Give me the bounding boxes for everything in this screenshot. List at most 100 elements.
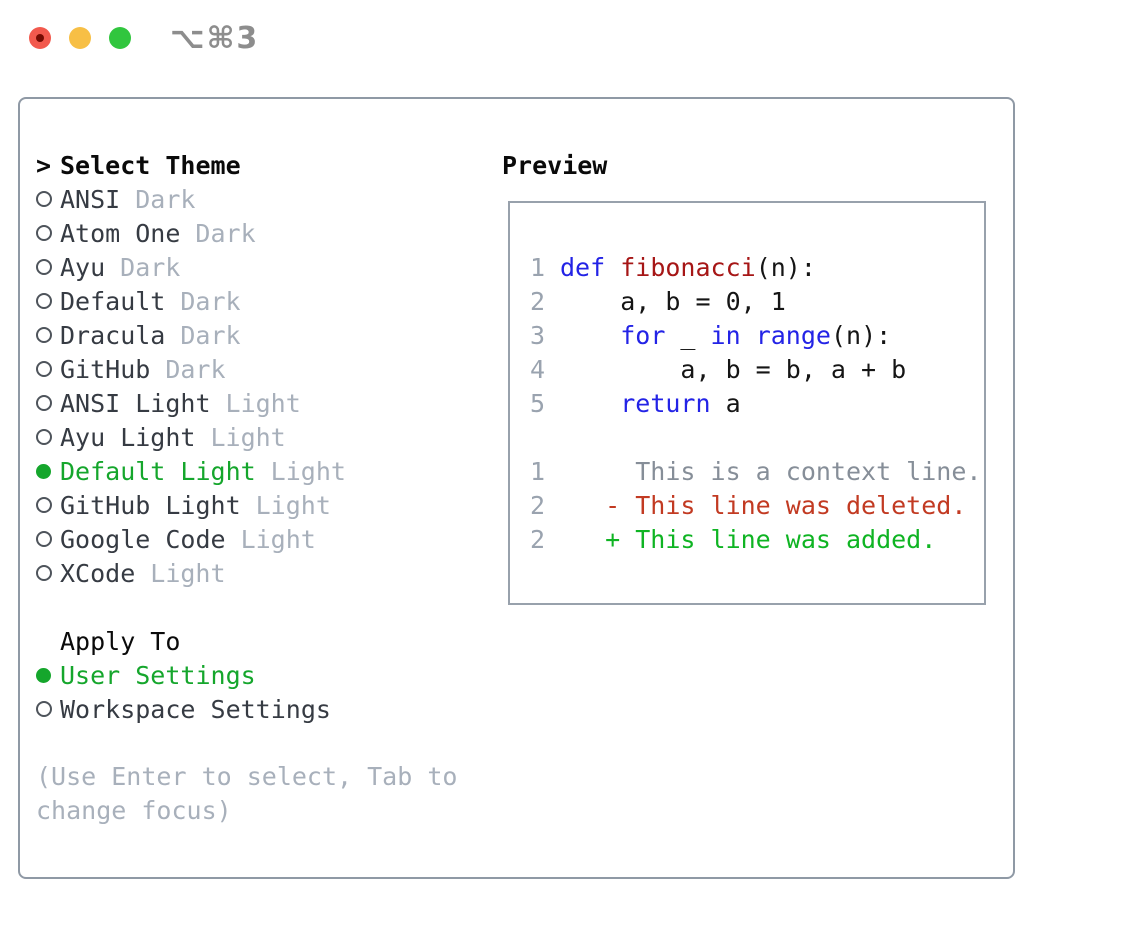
theme-name: ANSI Light xyxy=(60,388,211,418)
line-number: 2 xyxy=(530,286,546,316)
theme-name: Google Code xyxy=(60,524,226,554)
line-number: 4 xyxy=(530,354,546,384)
theme-option[interactable]: Atom One Dark xyxy=(36,216,496,250)
theme-name: Default xyxy=(60,286,166,316)
spacer xyxy=(36,590,496,624)
radio-icon xyxy=(36,429,52,445)
radio-icon xyxy=(36,565,52,581)
line-text: def fibonacci(n): xyxy=(560,252,816,282)
theme-variant-tag: Light xyxy=(210,422,286,452)
preview-line: 2 - This line was deleted. xyxy=(530,488,984,522)
window-shortcut-label: ⌥⌘3 xyxy=(170,21,260,56)
selection-prompt-icon: > xyxy=(36,150,52,180)
titlebar: ⌥⌘3 xyxy=(0,0,1140,76)
theme-name: Ayu xyxy=(60,252,106,282)
preview-line: 2 a, b = 0, 1 xyxy=(530,284,984,318)
theme-name: Atom One xyxy=(60,218,181,248)
preview-title: Preview xyxy=(502,150,608,180)
radio-icon xyxy=(36,361,52,377)
theme-variant-tag: Dark xyxy=(180,286,241,316)
theme-option[interactable]: GitHub Light Light xyxy=(36,488,496,522)
theme-option[interactable]: ANSI Light Light xyxy=(36,386,496,420)
selected-radio-icon xyxy=(36,463,51,479)
theme-option[interactable]: Default Dark xyxy=(36,284,496,318)
theme-option[interactable]: XCode Light xyxy=(36,556,496,590)
theme-name: GitHub Light xyxy=(60,490,241,520)
theme-variant-tag: Dark xyxy=(135,184,196,214)
theme-name: ANSI xyxy=(60,184,121,214)
theme-list-title: Select Theme xyxy=(60,150,241,180)
theme-name: Default Light xyxy=(60,456,256,486)
theme-option[interactable]: Ayu Light Light xyxy=(36,420,496,454)
theme-variant-tag: Dark xyxy=(120,252,181,282)
line-number: 1 xyxy=(530,456,546,486)
radio-icon xyxy=(36,531,52,547)
apply-option-label: Workspace Settings xyxy=(60,694,331,724)
radio-icon xyxy=(36,225,52,241)
line-text: + This line was added. xyxy=(560,524,937,554)
close-dot-icon xyxy=(36,34,44,42)
preview-line: 3 for _ in range(n): xyxy=(530,318,984,352)
preview-line: 5 return a xyxy=(530,386,984,420)
apply-option-label: User Settings xyxy=(60,660,256,690)
theme-option[interactable]: Default Light Light xyxy=(36,454,496,488)
line-number: 1 xyxy=(530,252,546,282)
line-text: a, b = 0, 1 xyxy=(560,286,786,316)
help-text: (Use Enter to select, Tab to change focu… xyxy=(36,762,458,825)
preview-line: 4 a, b = b, a + b xyxy=(530,352,984,386)
line-text: for _ in range(n): xyxy=(620,320,892,350)
line-number: 5 xyxy=(530,388,546,418)
apply-option[interactable]: Workspace Settings xyxy=(36,692,496,726)
line-text: a, b = b, a + b xyxy=(560,354,907,384)
line-number: 2 xyxy=(530,490,546,520)
spacer xyxy=(36,726,496,760)
line-text: This is a context line. xyxy=(560,456,982,486)
line-text: - This line was deleted. xyxy=(560,490,967,520)
theme-name: XCode xyxy=(60,558,136,588)
preview-line: 1 This is a context line. xyxy=(530,454,984,488)
apply-to-header: Apply To xyxy=(36,624,496,658)
line-number: 3 xyxy=(530,320,546,350)
preview-line xyxy=(530,420,984,454)
apply-option[interactable]: User Settings xyxy=(36,658,496,692)
theme-option[interactable]: ANSI Dark xyxy=(36,182,496,216)
theme-name: GitHub xyxy=(60,354,151,384)
radio-icon xyxy=(36,259,52,275)
theme-option[interactable]: Ayu Dark xyxy=(36,250,496,284)
theme-variant-tag: Light xyxy=(150,558,226,588)
radio-icon xyxy=(36,497,52,513)
preview-line: 2 + This line was added. xyxy=(530,522,984,556)
theme-variant-tag: Dark xyxy=(165,354,226,384)
theme-variant-tag: Light xyxy=(240,524,316,554)
theme-option[interactable]: Google Code Light xyxy=(36,522,496,556)
theme-variant-tag: Light xyxy=(270,456,346,486)
close-button[interactable] xyxy=(29,27,51,49)
radio-icon xyxy=(36,293,52,309)
theme-variant-tag: Light xyxy=(225,388,301,418)
preview-line: 1 def fibonacci(n): xyxy=(530,250,984,284)
theme-list-header: > Select Theme xyxy=(36,148,496,182)
radio-icon xyxy=(36,701,52,717)
line-number: 2 xyxy=(530,524,546,554)
theme-variant-tag: Light xyxy=(255,490,331,520)
radio-icon xyxy=(36,327,52,343)
theme-option[interactable]: Dracula Dark xyxy=(36,318,496,352)
theme-option[interactable]: GitHub Dark xyxy=(36,352,496,386)
theme-variant-tag: Dark xyxy=(180,320,241,350)
radio-icon xyxy=(36,191,52,207)
theme-variant-tag: Dark xyxy=(195,218,256,248)
minimize-button[interactable] xyxy=(69,27,91,49)
line-text: return a xyxy=(620,388,741,418)
maximize-button[interactable] xyxy=(109,27,131,49)
theme-name: Dracula xyxy=(60,320,166,350)
theme-name: Ayu Light xyxy=(60,422,196,452)
radio-icon xyxy=(36,395,52,411)
apply-to-title: Apply To xyxy=(60,626,181,656)
